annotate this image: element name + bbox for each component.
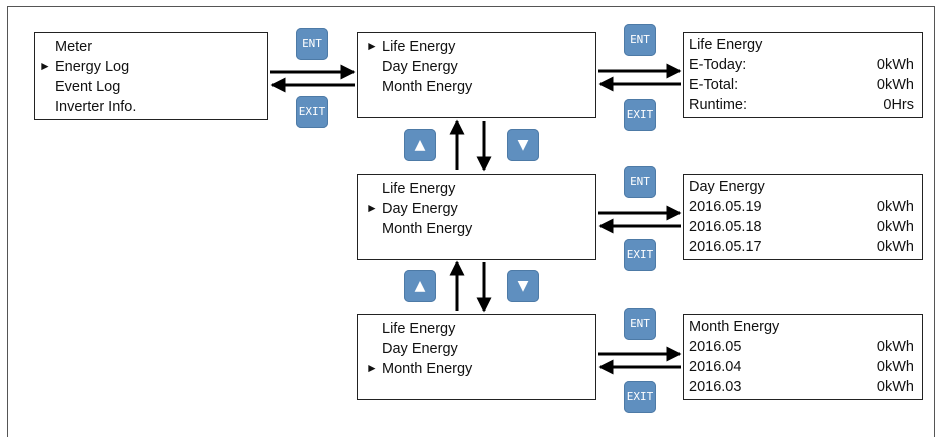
data-value: 0kWh xyxy=(876,57,914,73)
energy-log-menu-month: ► Life Energy Day Energy Month Energy xyxy=(357,314,596,400)
menu-item-day-energy: Day Energy xyxy=(382,341,458,357)
enter-button[interactable]: ENT xyxy=(624,308,656,340)
down-button[interactable]: ▼ xyxy=(507,129,539,161)
data-value: 0kWh xyxy=(876,219,914,235)
menu-item-life-energy: Life Energy xyxy=(382,321,456,337)
month-energy-screen: Month Energy 2016.05 0kWh 2016.04 0kWh 201… xyxy=(683,314,923,400)
exit-button[interactable]: EXIT xyxy=(624,381,656,413)
screen-title: Month Energy xyxy=(689,319,780,335)
enter-button[interactable]: ENT xyxy=(624,24,656,56)
menu-item-event-log: Event Log xyxy=(55,79,121,95)
life-energy-screen: Life Energy E-Today: 0kWh E-Total: 0kWh Ru… xyxy=(683,32,923,118)
up-button[interactable]: ▲ xyxy=(404,129,436,161)
data-value: 0kWh xyxy=(876,199,914,215)
data-label: 2016.03 xyxy=(689,379,742,395)
data-label: E-Total: xyxy=(689,77,739,93)
energy-log-menu-life: ► Life Energy Day Energy Month Energy xyxy=(357,32,596,118)
data-value: 0kWh xyxy=(876,77,914,93)
menu-item-month-energy: Month Energy xyxy=(382,79,473,95)
screen-title: Life Energy xyxy=(689,37,763,53)
menu-item-life-energy: Life Energy xyxy=(382,181,456,197)
menu-item-month-energy: Month Energy xyxy=(382,361,473,377)
selection-marker: ► xyxy=(366,39,378,53)
up-button[interactable]: ▲ xyxy=(404,270,436,302)
menu-item-inverter-info: Inverter Info. xyxy=(55,99,137,115)
selection-marker: ► xyxy=(39,59,51,73)
menu-item-life-energy: Life Energy xyxy=(382,39,456,55)
data-value: 0Hrs xyxy=(883,97,914,113)
menu-item-day-energy: Day Energy xyxy=(382,59,458,75)
enter-button[interactable]: ENT xyxy=(296,28,328,60)
selection-marker: ► xyxy=(366,201,378,215)
diagram-frame xyxy=(7,6,935,437)
data-label: 2016.05.17 xyxy=(689,239,762,255)
enter-button[interactable]: ENT xyxy=(624,166,656,198)
data-value: 0kWh xyxy=(876,239,914,255)
data-label: 2016.05.18 xyxy=(689,219,762,235)
exit-button[interactable]: EXIT xyxy=(624,99,656,131)
data-value: 0kWh xyxy=(876,379,914,395)
menu-item-month-energy: Month Energy xyxy=(382,221,473,237)
energy-log-menu-day: ► Life Energy Day Energy Month Energy xyxy=(357,174,596,260)
menu-item-day-energy: Day Energy xyxy=(382,201,458,217)
screen-title: Day Energy xyxy=(689,179,765,195)
data-value: 0kWh xyxy=(876,339,914,355)
main-menu-box: ► Meter Energy Log Event Log Inverter In… xyxy=(34,32,268,120)
data-label: 2016.04 xyxy=(689,359,742,375)
day-energy-screen: Day Energy 2016.05.19 0kWh 2016.05.18 0kWh… xyxy=(683,174,923,260)
exit-button[interactable]: EXIT xyxy=(296,96,328,128)
menu-item-energy-log: Energy Log xyxy=(55,59,130,75)
selection-marker: ► xyxy=(366,361,378,375)
data-label: 2016.05.19 xyxy=(689,199,762,215)
down-button[interactable]: ▼ xyxy=(507,270,539,302)
data-label: 2016.05 xyxy=(689,339,742,355)
menu-item-meter: Meter xyxy=(55,39,93,55)
data-label: Runtime: xyxy=(689,97,748,113)
data-value: 0kWh xyxy=(876,359,914,375)
data-label: E-Today: xyxy=(689,57,747,73)
exit-button[interactable]: EXIT xyxy=(624,239,656,271)
